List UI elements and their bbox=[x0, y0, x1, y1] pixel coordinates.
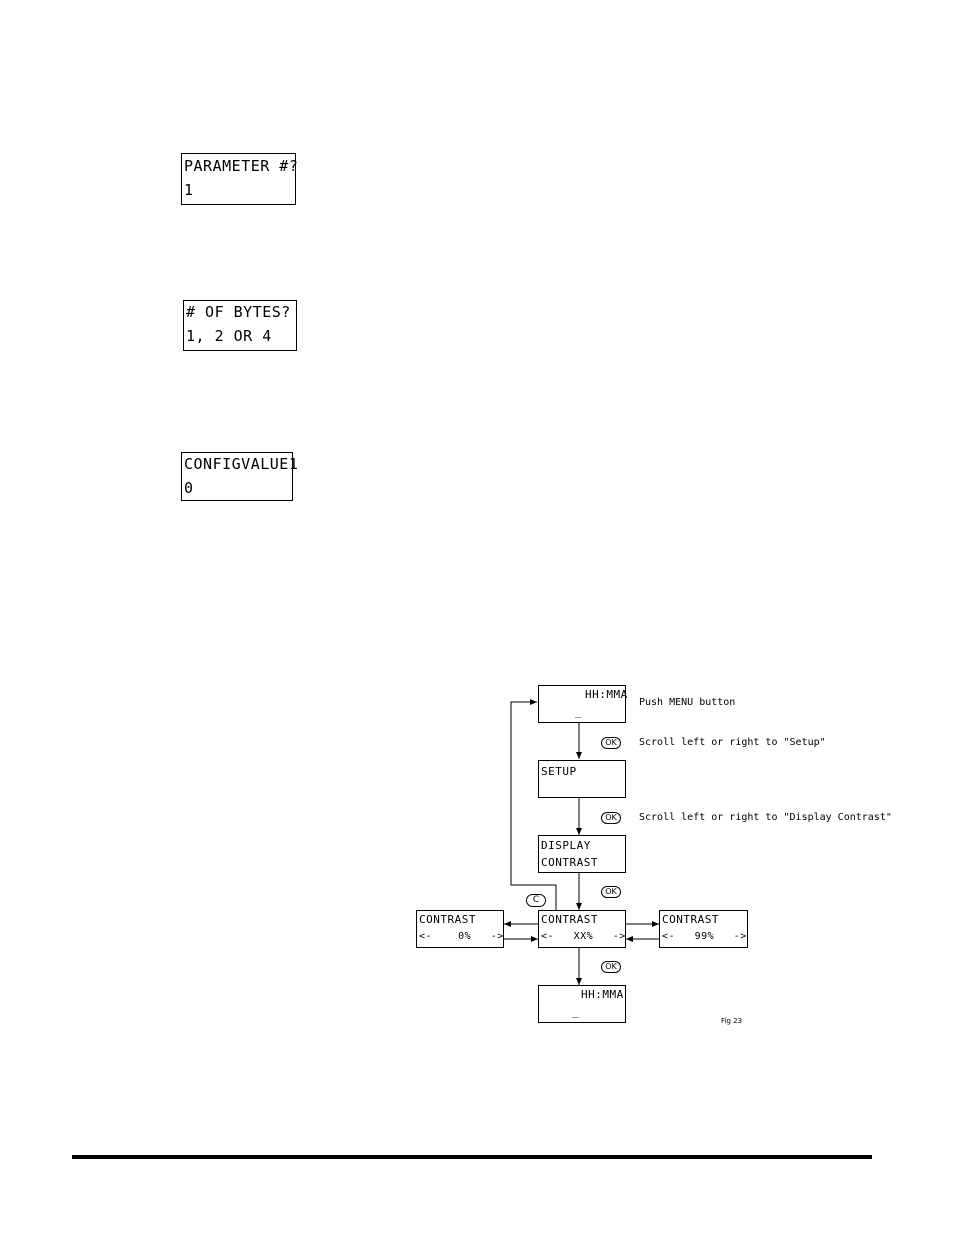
lcd-flow-end: HH:MMA _ bbox=[538, 985, 626, 1023]
lcd-line-2: _ bbox=[575, 705, 582, 718]
lcd-flow-setup: SETUP bbox=[538, 760, 626, 798]
ok-button-icon: OK bbox=[601, 961, 621, 973]
lcd-line-1: SETUP bbox=[541, 765, 577, 778]
lcd-flow-display-contrast: DISPLAY CONTRAST bbox=[538, 835, 626, 873]
lcd-line-1: CONTRAST bbox=[662, 913, 719, 926]
note-scroll-contrast: Scroll left or right to "Display Contras… bbox=[639, 812, 892, 823]
footer-rule bbox=[72, 1155, 872, 1159]
lcd-line-1: HH:MMA bbox=[581, 988, 624, 1001]
lcd-line-2: CONTRAST bbox=[541, 856, 598, 869]
lcd-line-2: <- 99% -> bbox=[662, 931, 747, 942]
note-push-menu: Push MENU button bbox=[639, 697, 735, 708]
lcd-flow-start: HH:MMA _ bbox=[538, 685, 626, 723]
lcd-line-1: CONTRAST bbox=[419, 913, 476, 926]
lcd-line-2: <- XX% -> bbox=[541, 931, 626, 942]
lcd-line-1: CONTRAST bbox=[541, 913, 598, 926]
ok-button-icon: OK bbox=[601, 737, 621, 749]
note-scroll-setup: Scroll left or right to "Setup" bbox=[639, 737, 826, 748]
lcd-flow-contrast-max: CONTRAST <- 99% -> bbox=[659, 910, 748, 948]
arrow-contrast-back-to-start bbox=[511, 702, 556, 910]
lcd-line-2: <- 0% -> bbox=[419, 931, 504, 942]
ok-button-icon: OK bbox=[601, 812, 621, 824]
lcd-line-1: HH:MMA bbox=[585, 688, 628, 701]
lcd-line-2: _ bbox=[572, 1005, 579, 1018]
lcd-flow-contrast-current: CONTRAST <- XX% -> bbox=[538, 910, 626, 948]
lcd-flow-contrast-min: CONTRAST <- 0% -> bbox=[416, 910, 504, 948]
ok-button-icon: OK bbox=[601, 886, 621, 898]
lcd-line-1: DISPLAY bbox=[541, 839, 591, 852]
figure-label: Fig 23 bbox=[721, 1017, 742, 1025]
c-button-icon: C bbox=[526, 894, 546, 907]
